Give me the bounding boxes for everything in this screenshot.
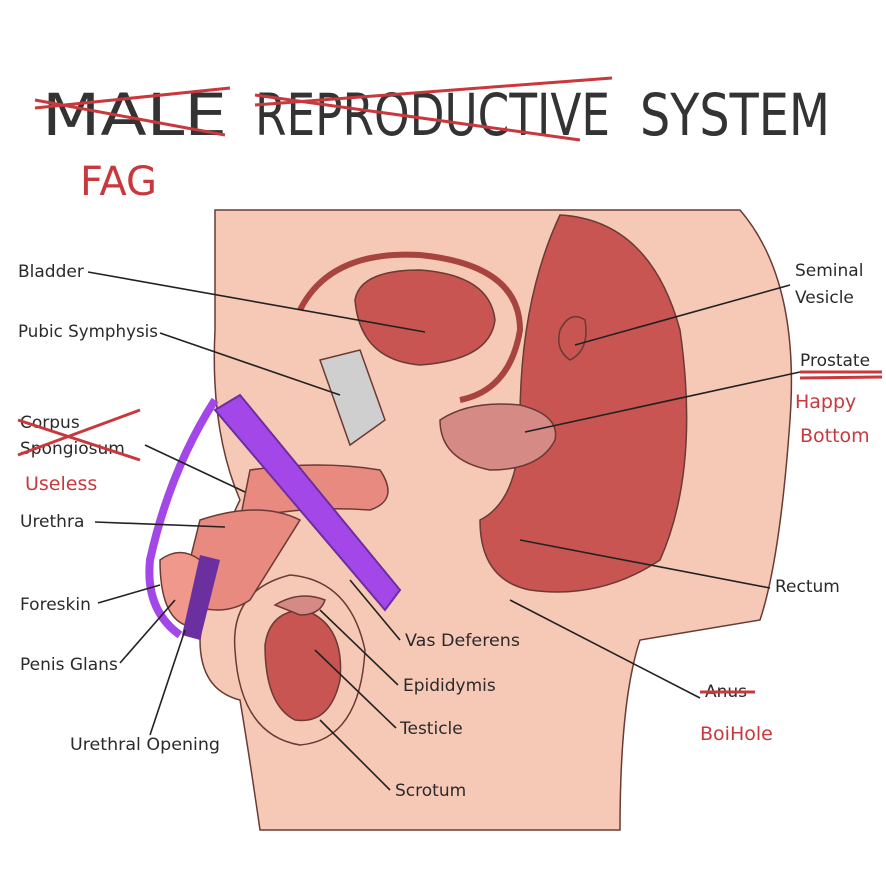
label-testicle: Testicle (399, 719, 463, 739)
epididymis-shape (273, 595, 326, 616)
strikethrough-reproductive (254, 76, 613, 142)
strikethrough-male (34, 86, 231, 137)
label-pubic-symphysis: Pubic Symphysis (18, 322, 158, 342)
label-epididymis: Epididymis (403, 676, 496, 696)
label-seminal: Seminal (795, 261, 863, 281)
label-boihole: BoiHole (700, 723, 773, 745)
label-rectum: Rectum (775, 577, 840, 597)
title: MALE REPRODUCTIVE SYSTEM FAG (34, 76, 830, 205)
label-urethra: Urethra (20, 512, 84, 532)
label-useless: Useless (25, 473, 97, 495)
strikethrough-corpus (17, 408, 141, 462)
strikethrough-prostate (799, 370, 883, 380)
label-corpus: Corpus (20, 413, 80, 433)
title-replacement: FAG (80, 159, 157, 205)
label-vas-deferens: Vas Deferens (405, 631, 520, 651)
label-prostate: Prostate (800, 351, 870, 371)
pubic-symphysis-shape (319, 349, 386, 447)
leader-lines (87, 271, 801, 791)
vas-deferens-loop (297, 251, 524, 403)
label-urethral-opening: Urethral Opening (70, 735, 220, 755)
device-frame (145, 397, 219, 639)
seminal-vesicle-shape (558, 315, 587, 361)
bladder-shape (354, 269, 496, 366)
title-word-system: SYSTEM (640, 81, 830, 149)
label-penis-glans: Penis Glans (20, 655, 118, 675)
label-scrotum: Scrotum (395, 781, 466, 801)
label-happy: Happy (795, 391, 856, 413)
label-bottom: Bottom (800, 425, 870, 447)
label-bladder: Bladder (18, 262, 84, 282)
label-vesicle: Vesicle (795, 288, 854, 308)
testicle-shape (264, 609, 342, 722)
device-bar (213, 393, 402, 612)
prostate-shape (439, 403, 557, 471)
labels: Bladder Pubic Symphysis Corpus Spongiosu… (17, 261, 883, 801)
label-foreskin: Foreskin (20, 595, 91, 615)
device-clamp (182, 555, 220, 640)
device (145, 393, 402, 640)
body-section (159, 209, 793, 831)
